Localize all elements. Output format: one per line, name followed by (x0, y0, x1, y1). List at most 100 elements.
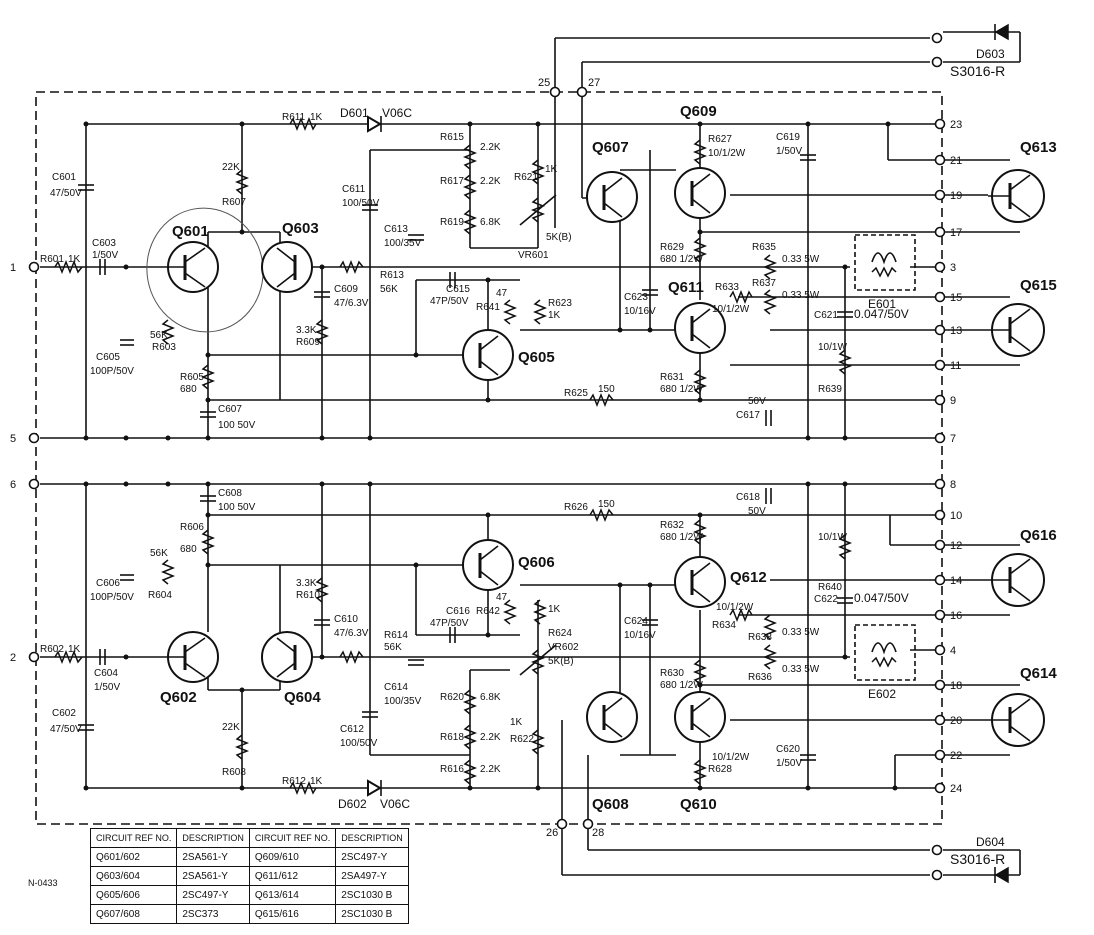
r637-value: 0.33 5W (782, 290, 820, 301)
c620-value: 1/50V (776, 758, 802, 769)
r605-value: 680 (180, 384, 197, 395)
c601-value: 47/50V (50, 188, 82, 199)
q616-label: Q616 (1020, 527, 1057, 544)
c609-ref: C609 (334, 284, 358, 295)
c606-value: 100P/50V (90, 592, 134, 603)
component-labels: R601 1K R602 1K R603 56K R604 56K R605 6… (40, 112, 909, 787)
r621-ref: R621 (514, 172, 538, 183)
r641-ref: R641 (476, 302, 500, 313)
c612-value: 100/50V (340, 738, 378, 749)
d601-type: V06C (382, 106, 412, 120)
r635-value: 0.33 5W (782, 254, 820, 265)
table-cell: Q603/604 (89, 866, 178, 886)
c613-ref: C613 (384, 224, 408, 235)
potentiometer-symbols (519, 194, 557, 676)
r640-ref: R640 (818, 582, 842, 593)
q601-label: Q601 (172, 223, 209, 240)
r628-value: 10/1/2W (712, 752, 750, 763)
c621-value: 0.047/50V (854, 307, 909, 321)
r637-ref: R637 (752, 278, 776, 289)
r608-value: 22K (222, 722, 240, 733)
r611-ref: R611 (282, 112, 306, 123)
q614-label: Q614 (1020, 665, 1057, 682)
r625-ref: R625 (564, 388, 588, 399)
d602-type: V06C (380, 797, 410, 811)
r611-value: 1K (310, 112, 323, 123)
c617-value: 50V (748, 396, 766, 407)
terminal-17-label: 17 (950, 227, 962, 239)
c617-ref: C617 (736, 410, 760, 421)
table-cell: 2SC1030 B (335, 904, 409, 924)
c606-ref: C606 (96, 578, 120, 589)
r639-ref: R639 (818, 384, 842, 395)
wiring (40, 31, 1021, 876)
c619-value: 1/50V (776, 146, 802, 157)
r610-ref: R610 (296, 590, 320, 601)
table-cell: 2SA561-Y (176, 847, 250, 867)
terminal-28-label: 28 (592, 827, 604, 839)
terminal-labels: 1 2 3 4 5 6 7 8 9 10 11 12 13 14 15 16 1… (10, 77, 962, 839)
q602-label: Q602 (160, 689, 197, 706)
table-cell: Q609/610 (248, 847, 337, 867)
d601-label: D601 (340, 106, 369, 120)
terminal-15-label: 15 (950, 292, 962, 304)
r606-value: 680 (180, 544, 197, 555)
r620-value: 6.8K (480, 692, 501, 703)
c605-value: 100P/50V (90, 366, 134, 377)
c624-value: 10/16V (624, 630, 656, 641)
table-cell: 2SC497-Y (335, 847, 409, 867)
c620-ref: C620 (776, 744, 800, 755)
r608-ref: R608 (222, 767, 246, 778)
c614-value: 100/35V (384, 696, 422, 707)
table-header-row: CIRCUIT REF NO. DESCRIPTION CIRCUIT REF … (89, 828, 409, 848)
r618-value: 2.2K (480, 732, 501, 743)
c603-value: 1/50V (92, 250, 118, 261)
terminal-14-label: 14 (950, 575, 962, 587)
table-header: CIRCUIT REF NO. (89, 828, 178, 848)
table-row: Q603/604 2SA561-Y Q611/612 2SA497-Y (89, 866, 409, 886)
r616-value: 2.2K (480, 764, 501, 775)
c624-ref: C624 (624, 616, 648, 627)
r609-value: 3.3K (296, 325, 317, 336)
terminal-23-label: 23 (950, 119, 962, 131)
c610-ref: C610 (334, 614, 358, 625)
terminal-9-label: 9 (950, 395, 956, 407)
table-cell: 2SA561-Y (176, 866, 250, 886)
c602-value: 47/50V (50, 724, 82, 735)
transistor-labels: Q601 Q603 Q602 Q604 Q605 Q606 Q607 Q608 … (160, 103, 1057, 813)
drawing-number: N-0433 (28, 878, 58, 888)
e601-label: E601 (868, 297, 896, 311)
table-header: DESCRIPTION (176, 828, 250, 848)
r629-ref: R629 (660, 242, 684, 253)
r634-ref: R634 (712, 620, 736, 631)
terminal-24-label: 24 (950, 783, 962, 795)
table-row: Q607/608 2SC373 Q615/616 2SC1030 B (89, 904, 409, 924)
table-cell: 2SA497-Y (335, 866, 409, 886)
c607-ref: C607 (218, 404, 242, 415)
r636-ref: R636 (748, 672, 772, 683)
r601-ref: R601 (40, 254, 64, 265)
table-cell: Q605/606 (89, 885, 178, 905)
vr601-value: 5K(B) (546, 232, 572, 243)
terminal-10-label: 10 (950, 510, 962, 522)
r613-value: 56K (380, 284, 398, 295)
c611-ref: C611 (342, 184, 366, 195)
r632-ref: R632 (660, 520, 684, 531)
c608-ref: C608 (218, 488, 242, 499)
r606-ref: R606 (180, 522, 204, 533)
r613-ref: R613 (380, 270, 404, 281)
r636-value: 0.33 5W (782, 664, 820, 675)
c618-value: 50V (748, 506, 766, 517)
table-row: Q605/606 2SC497-Y Q613/614 2SC1030 B (89, 885, 409, 905)
r607-ref: R607 (222, 197, 246, 208)
terminal-12-label: 12 (950, 540, 962, 552)
r632-value: 680 1/2W (660, 532, 703, 543)
d604-type: S3016-R (950, 851, 1005, 867)
r639-value: 10/1W (818, 342, 847, 353)
c607-value: 100 50V (218, 420, 256, 431)
terminal-7-label: 7 (950, 433, 956, 445)
c603-ref: C603 (92, 238, 116, 249)
r630-ref: R630 (660, 668, 684, 679)
table-header: DESCRIPTION (335, 828, 409, 848)
r610-value: 3.3K (296, 578, 317, 589)
